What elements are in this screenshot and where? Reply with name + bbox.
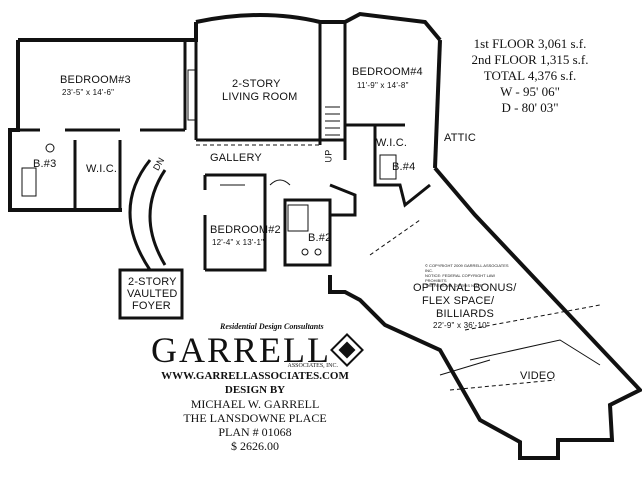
- wall-bedroom2: [203, 173, 267, 272]
- exterior-wall-bonus: [328, 166, 642, 460]
- room-label-living-2: LIVING ROOM: [222, 91, 298, 103]
- window-bonus-a: [469, 339, 601, 366]
- design-by-label: DESIGN BY: [224, 384, 286, 396]
- room-dims-bonus: 22'-9" x 36'-10": [433, 321, 490, 330]
- wall-stair-inner: [148, 169, 167, 266]
- room-label-video: VIDEO: [520, 370, 556, 382]
- room-label-gallery: GALLERY: [210, 152, 262, 164]
- room-label-bedroom3: BEDROOM#3: [60, 74, 131, 86]
- summary-total: TOTAL 4,376 s.f.: [483, 68, 577, 83]
- brand-url: WWW.GARRELLASSOCIATES.COM: [161, 370, 349, 382]
- room-label-bath2: B.#2: [308, 232, 332, 244]
- fixture-toilet-b3: [45, 143, 55, 153]
- summary-floor1: 1st FLOOR 3,061 s.f.: [473, 36, 587, 51]
- stair-label-up: UP: [323, 149, 334, 163]
- room-dims-bedroom3: 23'-5" x 14'-6": [62, 88, 115, 97]
- copyright-stamp: © COPYRIGHT 2009 GARRELL ASSOCIATES INC.…: [425, 263, 515, 288]
- plan-price: $ 2626.00: [231, 439, 279, 453]
- room-label-bedroom4: BEDROOM#4: [352, 66, 423, 78]
- brand-tagline: Residential Design Consultants: [220, 322, 324, 331]
- wall-foyer: [118, 268, 184, 320]
- room-label-wic-left: W.I.C.: [86, 163, 118, 175]
- room-label-bath4: B.#4: [392, 161, 416, 173]
- room-label-bonus-2: FLEX SPACE/: [422, 295, 495, 307]
- room-label-attic: ATTIC: [444, 132, 476, 144]
- area-summary: 1st FLOOR 3,061 s.f. 2nd FLOOR 1,315 s.f…: [455, 36, 605, 116]
- room-label-bonus-3: BILLIARDS: [436, 308, 495, 320]
- wall-closet: [329, 183, 357, 217]
- room-label-foyer-3: FOYER: [132, 300, 171, 312]
- rail-living: [187, 69, 197, 121]
- room-label-foyer-1: 2-STORY: [128, 276, 177, 288]
- dashed-line-bonus: [369, 219, 601, 391]
- stair-treads: [325, 106, 340, 136]
- fixture-tub-b3: [21, 167, 37, 197]
- copyright-stamp-line1: © COPYRIGHT 2009 GARRELL ASSOCIATES INC.: [425, 263, 509, 273]
- wall-bath3-wic: [73, 140, 122, 210]
- fixture-tub-b2: [287, 204, 309, 232]
- room-label-bonus-1: OPTIONAL BONUS/: [413, 282, 517, 294]
- room-label-foyer-2: VAULTED: [127, 288, 178, 300]
- wall-stair: [128, 159, 152, 271]
- brand-associates: ASSOCIATES, INC.: [287, 363, 338, 369]
- wall-bath2: [283, 198, 332, 267]
- diamond-logo-icon: [330, 333, 364, 367]
- brand-logo: GARRELL: [150, 330, 364, 370]
- copyright-stamp-line2: NOTICE: FEDERAL COPYRIGHT LAW PROHIBITS: [425, 273, 496, 283]
- plan-number: PLAN # 01068: [218, 425, 292, 439]
- room-label-wic-right: W.I.C.: [376, 137, 408, 149]
- exterior-wall-west: [18, 22, 198, 42]
- window-bonus-b: [439, 359, 491, 376]
- fixture-tub-b4: [379, 154, 397, 180]
- copyright-stamp-line3: THE REMOVAL OF THIS NOTE: [425, 283, 483, 288]
- fixture-sink-b2: [301, 248, 309, 256]
- summary-width: W - 95' 06": [500, 84, 560, 99]
- room-label-bath3: B.#3: [33, 158, 57, 170]
- room-dims-bedroom4: 11'-9" x 14'-8": [357, 81, 409, 90]
- fixture-sink-b2b: [314, 248, 322, 256]
- wall-living-east: [318, 22, 347, 160]
- plan-name: THE LANSDOWNE PLACE: [183, 411, 327, 425]
- summary-depth: D - 80' 03": [501, 100, 559, 115]
- room-dims-bedroom2: 12'-4" x 13'-1": [212, 238, 265, 247]
- wall-wic-right: [373, 125, 431, 208]
- exterior-wall-bedroom4-east: [433, 39, 442, 169]
- room-label-living-1: 2-STORY: [232, 78, 281, 90]
- title-block: Residential Design Consultants GARRELL A…: [150, 322, 364, 453]
- room-label-bedroom2: BEDROOM#2: [210, 224, 281, 236]
- exterior-wall-left: [8, 40, 122, 212]
- exterior-wall-north-living: [195, 11, 442, 42]
- designer-name: MICHAEL W. GARRELL: [190, 397, 320, 411]
- brand-name: GARRELL: [151, 330, 331, 370]
- door-swing-gallery: [220, 179, 291, 186]
- summary-floor2: 2nd FLOOR 1,315 s.f.: [471, 52, 589, 67]
